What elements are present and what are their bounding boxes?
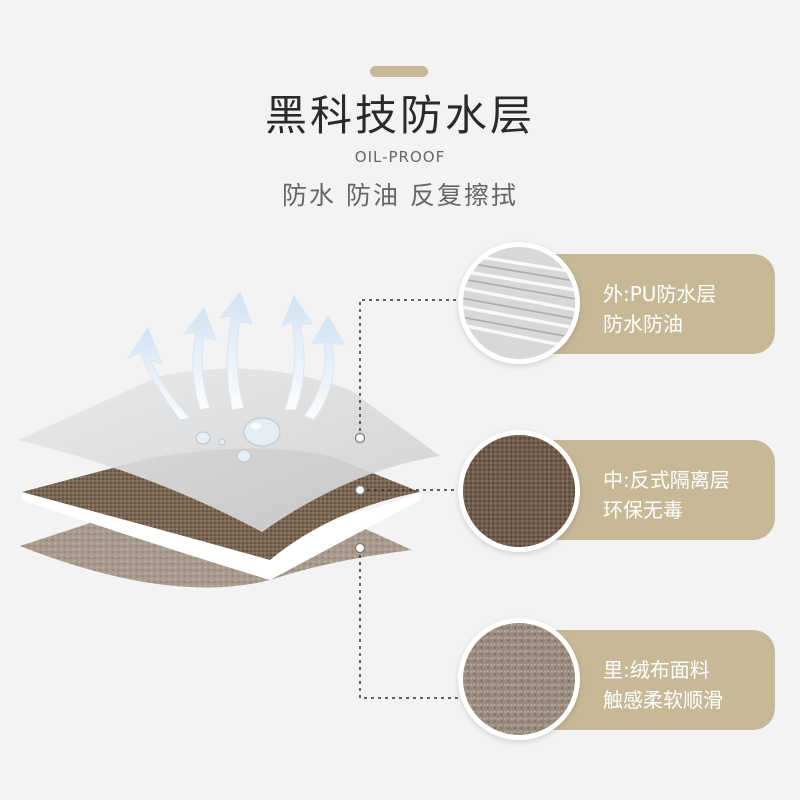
layer-illustration xyxy=(18,290,440,588)
layer-card-title: 里:绒布面料 xyxy=(603,658,710,682)
layer-card-title: 外:PU防水层 xyxy=(603,282,717,306)
outer-pu-layer xyxy=(18,368,440,532)
layer-card-desc: 环保无毒 xyxy=(603,498,683,522)
layer-card-title: 中:反式隔离层 xyxy=(603,468,730,492)
layer-card-desc: 防水防油 xyxy=(603,312,683,336)
vapor-arrow-icon xyxy=(126,290,345,421)
subtitle-chinese: 防水 防油 反复擦拭 xyxy=(282,181,518,210)
velvet-fabric-texture-icon xyxy=(458,618,580,740)
page-title: 黑科技防水层 xyxy=(264,91,535,140)
decorative-pill xyxy=(370,66,428,77)
woven-fabric-texture-icon xyxy=(458,430,580,552)
pu-film-texture-icon xyxy=(458,242,580,364)
water-droplet-icon xyxy=(195,417,281,463)
layer-card-desc: 触感柔软顺滑 xyxy=(603,688,723,712)
subtitle-english: OIL-PROOF xyxy=(354,148,446,166)
